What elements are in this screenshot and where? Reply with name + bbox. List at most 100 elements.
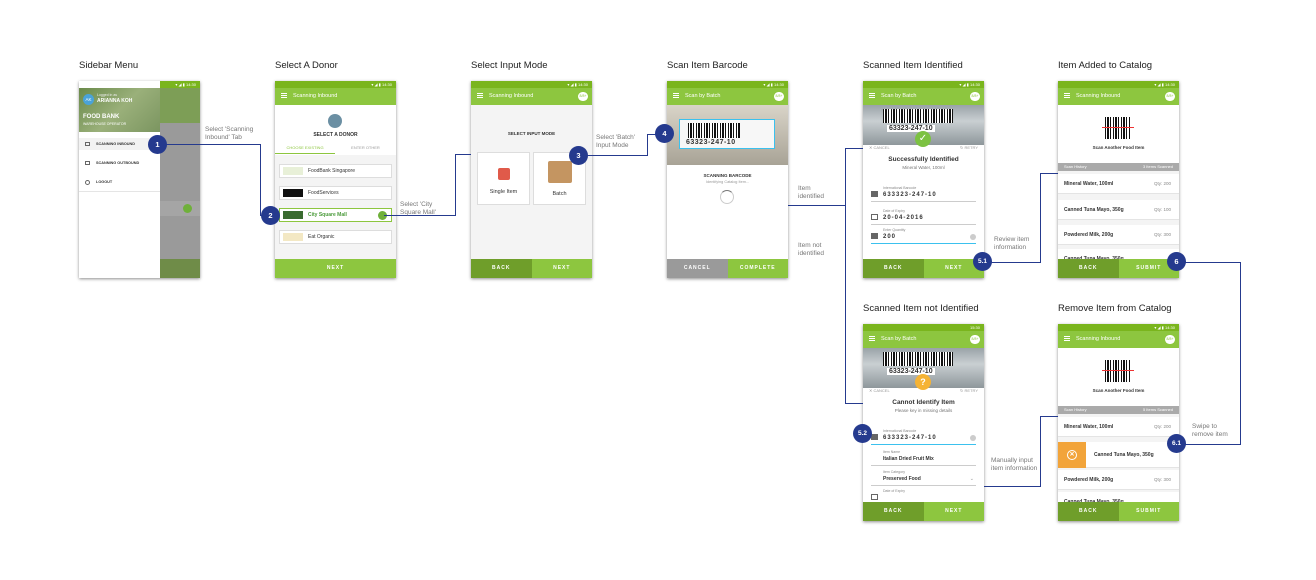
retry-link[interactable]: ↻ RETRY [960, 388, 978, 393]
barcode-image [688, 123, 740, 138]
scan-another-label: Scan Another Food Item [1092, 388, 1145, 393]
complete-button[interactable]: COMPLETE [727, 259, 788, 278]
menu-scanning-outbound[interactable]: SCANNING OUTBOUND [79, 157, 160, 169]
menu-icon[interactable] [281, 93, 287, 94]
barcode-icon [1105, 117, 1131, 139]
donor-row-selected[interactable]: City Square Mall [279, 208, 392, 222]
cancel-link[interactable]: ✕ CANCEL [869, 145, 890, 150]
connector [384, 215, 456, 216]
next-button[interactable]: NEXT [531, 259, 592, 278]
donor-row[interactable]: FoodServices [279, 186, 392, 200]
history-row-swiped[interactable]: ✕Canned Tuna Mayo, 350g [1058, 442, 1179, 468]
submit-button[interactable]: SUBMIT [1118, 502, 1179, 521]
back-button[interactable]: BACK [863, 502, 924, 521]
annotation: Manually input item information [991, 457, 1038, 472]
menu-icon[interactable] [673, 93, 679, 94]
result-sub: Please key in missing details [894, 408, 953, 413]
next-button[interactable]: NEXT [275, 259, 396, 278]
item-name: Mineral Water, 100ml [1064, 181, 1114, 187]
field-value: Italian Dried Fruit Mix [883, 456, 934, 462]
back-button[interactable]: BACK [863, 259, 924, 278]
batch-badge[interactable]: 8/8+ [578, 92, 588, 101]
barcode-number: 63323-247-10 [887, 368, 935, 375]
scan-another-card[interactable]: Scan Another Food Item [1058, 348, 1179, 406]
connector [1182, 444, 1241, 445]
menu-icon[interactable] [1064, 336, 1070, 337]
connector [1040, 173, 1041, 263]
field-value: Preserved Food [883, 476, 921, 482]
camera-view: 63323-247-10 [667, 105, 788, 165]
clear-icon[interactable] [970, 234, 976, 240]
menu-icon[interactable] [869, 336, 875, 337]
donor-name: City Square Mall [308, 212, 347, 218]
expiry-field[interactable]: Date of Expiry [871, 487, 976, 505]
field-label: International Barcode [883, 186, 917, 190]
flow-title-remove: Remove Item from Catalog [1058, 303, 1172, 314]
batch-badge[interactable]: 8/8+ [970, 335, 980, 344]
connector [788, 205, 846, 206]
next-button[interactable]: NEXT [923, 259, 984, 278]
back-button[interactable]: BACK [471, 259, 532, 278]
tab-enter-other[interactable]: ENTER OTHER [351, 145, 380, 150]
donor-heading: SELECT A DONOR [313, 132, 358, 138]
appbar-dimmed [160, 88, 200, 123]
barcode-number: 63323-247-10 [686, 139, 736, 146]
connector [1182, 262, 1241, 263]
submit-button[interactable]: SUBMIT [1118, 259, 1179, 278]
back-button[interactable]: BACK [1058, 259, 1119, 278]
single-item-icon [498, 168, 510, 180]
history-label: Scan History [1064, 407, 1087, 412]
menu-icon[interactable] [477, 93, 483, 94]
chevron-down-icon[interactable]: ⌄ [969, 476, 974, 482]
scan-line [1102, 127, 1134, 128]
donor-row[interactable]: FoodBank Singapore [279, 164, 392, 178]
menu-icon[interactable] [869, 93, 875, 94]
donor-row[interactable]: Eat Organic [279, 230, 392, 244]
connector [455, 154, 471, 155]
menu-label: LOGOUT [96, 180, 113, 184]
delete-action[interactable]: ✕ [1058, 442, 1086, 468]
batch-badge[interactable]: 8/8+ [1165, 335, 1175, 344]
batch-badge[interactable]: 8/8+ [970, 92, 980, 101]
remove-icon: ✕ [1067, 450, 1077, 460]
cancel-button[interactable]: CANCEL [667, 259, 728, 278]
scan-another-card[interactable]: Scan Another Food Item [1058, 105, 1179, 163]
menu-scanning-inbound[interactable]: SCANNING INBOUND [79, 138, 160, 150]
connector [986, 262, 1041, 263]
dimmed-row [160, 201, 200, 216]
retry-link[interactable]: ↻ RETRY [960, 145, 978, 150]
result-heading: Cannot Identify Item [892, 399, 955, 406]
cancel-link[interactable]: ✕ CANCEL [869, 388, 890, 393]
input-mode-heading: SELECT INPUT MODE [507, 131, 556, 136]
status-bar: ▾ ◢ ▮ 14:30 [667, 81, 788, 88]
boxes-icon [548, 161, 572, 183]
next-button[interactable]: NEXT [923, 502, 984, 521]
batch-badge[interactable]: 8/8+ [774, 92, 784, 101]
single-item-card[interactable]: Single Item [477, 152, 530, 205]
status-bar: ▾ ◢ ▮ 14:30 [1058, 81, 1179, 88]
back-button[interactable]: BACK [1058, 502, 1119, 521]
scanning-label: SCANNING BARCODE [703, 173, 752, 178]
menu-icon[interactable] [1064, 93, 1070, 94]
app-title: Scanning Inbound [1076, 336, 1121, 342]
batch-badge[interactable]: 8/8+ [1165, 92, 1175, 101]
tab-choose-existing[interactable]: CHOOSE EXISTING [275, 145, 335, 154]
clear-icon[interactable] [970, 435, 976, 441]
menu-logout[interactable]: LOGOUT [79, 176, 160, 188]
